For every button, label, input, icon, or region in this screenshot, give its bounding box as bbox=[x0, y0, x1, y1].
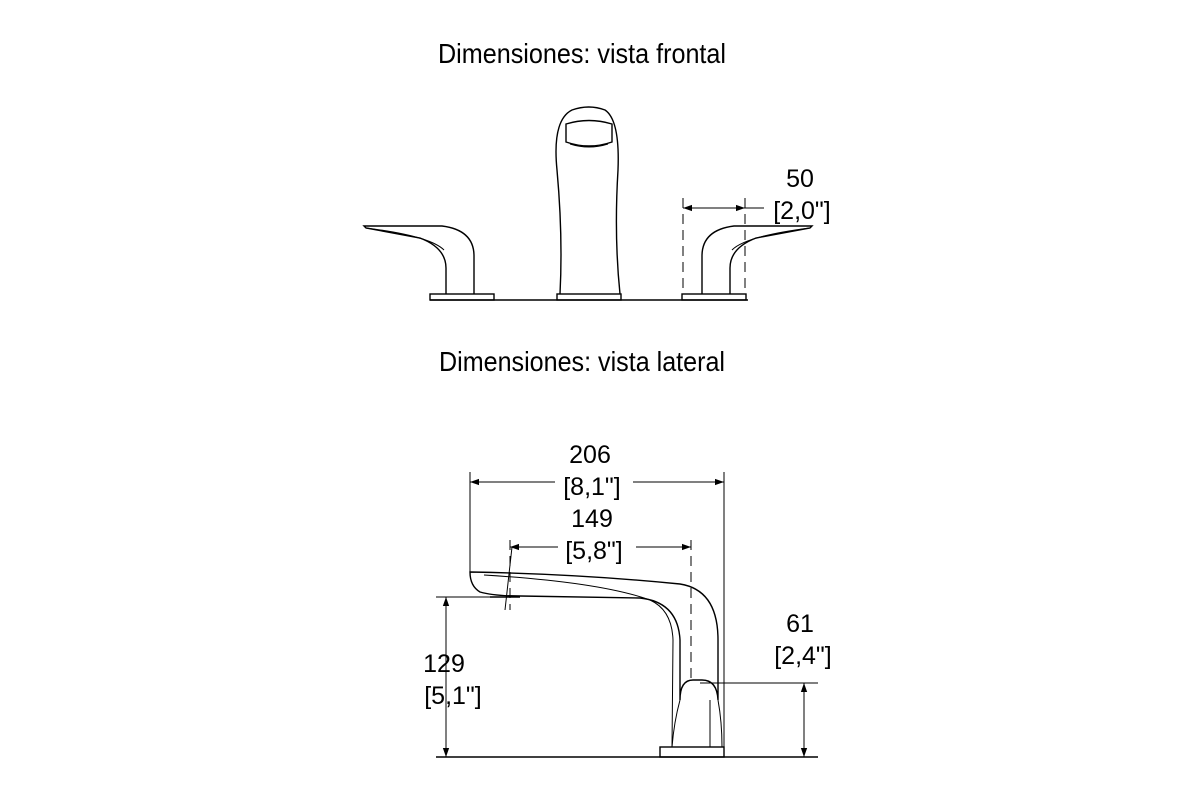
label-mask bbox=[558, 535, 636, 561]
left-handle-base bbox=[429, 293, 495, 301]
spout-reach-mm: 149 bbox=[571, 505, 613, 533]
spout-neck-curve bbox=[717, 699, 723, 748]
spout-height-inch: [5,1"] bbox=[424, 682, 482, 710]
spout-side bbox=[469, 571, 725, 758]
spout-height-mm: 129 bbox=[423, 650, 465, 678]
right-handle-base bbox=[681, 293, 747, 301]
spout-base-front bbox=[556, 293, 622, 301]
front-view-title: Dimensiones: vista frontal bbox=[438, 38, 726, 69]
base-height-mm: 61 bbox=[786, 610, 814, 638]
spout-outlet-lip bbox=[569, 143, 609, 148]
left-handle-lever bbox=[362, 225, 475, 294]
label-mask bbox=[555, 470, 633, 496]
outlet-axis bbox=[504, 546, 513, 611]
spout-reach-inch: [5,8"] bbox=[565, 537, 623, 565]
left-handle-front bbox=[362, 225, 495, 301]
handle-width-dimension: 50 [2,0"] bbox=[682, 165, 831, 294]
spout-neck-curve bbox=[671, 699, 681, 748]
side-view-title: Dimensiones: vista lateral bbox=[439, 346, 725, 377]
handle-width-mm: 50 bbox=[786, 165, 814, 193]
side-view: 206 [8,1"] 149 [5,8"] 129 [5,1"] 61 [2,4… bbox=[423, 441, 832, 758]
spout-inner-contour bbox=[483, 574, 674, 748]
spout-front bbox=[555, 106, 622, 301]
handle-width-inch: [2,0"] bbox=[773, 197, 831, 225]
spout-body-front bbox=[555, 106, 621, 295]
overall-length-inch: [8,1"] bbox=[563, 473, 621, 501]
left-handle-detail bbox=[365, 227, 445, 251]
overall-length-mm: 206 bbox=[569, 441, 611, 469]
overall-length-dimension: 206 [8,1"] bbox=[469, 441, 725, 747]
spout-reach-dimension: 149 [5,8"] bbox=[504, 505, 692, 680]
right-handle-lever bbox=[701, 225, 814, 294]
spout-height-dimension: 129 [5,1"] bbox=[423, 596, 520, 757]
right-handle-detail bbox=[731, 227, 811, 251]
right-handle-front bbox=[681, 225, 814, 301]
spout-base-side bbox=[659, 746, 725, 758]
spout-outlet-front bbox=[565, 119, 613, 147]
front-view: 50 [2,0"] bbox=[362, 106, 831, 301]
base-height-dimension: 61 [2,4"] bbox=[700, 610, 832, 757]
base-height-inch: [2,4"] bbox=[774, 642, 832, 670]
spout-body-side bbox=[469, 571, 719, 701]
